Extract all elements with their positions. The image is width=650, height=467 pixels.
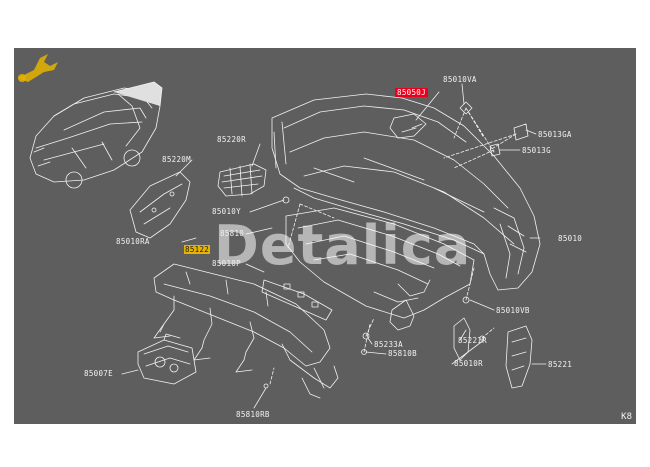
part-label-85810RB[interactable]: 85810RB	[236, 410, 270, 419]
side-bracket-right	[453, 317, 533, 389]
part-label-85010Y[interactable]: 85010Y	[212, 207, 241, 216]
part-label-85013GA[interactable]: 85013GA	[538, 130, 572, 139]
part-label-85220R[interactable]: 85220R	[217, 135, 246, 144]
part-label-85233A[interactable]: 85233A	[374, 340, 403, 349]
side-bracket-left	[129, 171, 191, 239]
part-label-85010RA[interactable]: 85010RA	[116, 237, 150, 246]
part-label-85810[interactable]: 85810	[220, 229, 245, 238]
car-illustration	[29, 81, 163, 189]
part-label-85010P[interactable]: 85010P	[212, 259, 241, 268]
parts-drawing	[29, 81, 547, 409]
upper-bracket-mesh	[217, 163, 267, 197]
part-label-85122[interactable]: 85122	[184, 245, 211, 254]
part-label-85010VB[interactable]: 85010VB	[496, 306, 530, 315]
label-leaders	[121, 83, 547, 409]
watermark-wrench-icon	[18, 54, 58, 82]
bumper-reinforcement-beam	[153, 263, 339, 399]
parts-diagram-panel: Detalica 85050J 85010VA 85013GA 85013G 8…	[14, 48, 636, 424]
leader-lines	[269, 107, 517, 385]
rear-bumper-fascia	[271, 93, 541, 291]
part-label-85010VA[interactable]: 85010VA	[443, 75, 477, 84]
part-label-85220M[interactable]: 85220M	[162, 155, 191, 164]
tow-hook-assembly	[137, 333, 197, 385]
diagram-code: K8	[621, 412, 632, 422]
bumper-lower-panel	[285, 207, 475, 331]
part-label-85221[interactable]: 85221	[548, 360, 573, 369]
part-label-85810B[interactable]: 85810B	[388, 349, 417, 358]
watermark-text: Detalica	[214, 214, 472, 277]
part-label-85050J[interactable]: 85050J	[395, 88, 428, 97]
part-label-85010[interactable]: 85010	[558, 234, 583, 243]
part-label-85221R[interactable]: 85221R	[458, 336, 487, 345]
part-label-85007E[interactable]: 85007E	[84, 369, 113, 378]
part-label-85013G[interactable]: 85013G	[522, 146, 551, 155]
part-label-85010R[interactable]: 85010R	[454, 359, 483, 368]
